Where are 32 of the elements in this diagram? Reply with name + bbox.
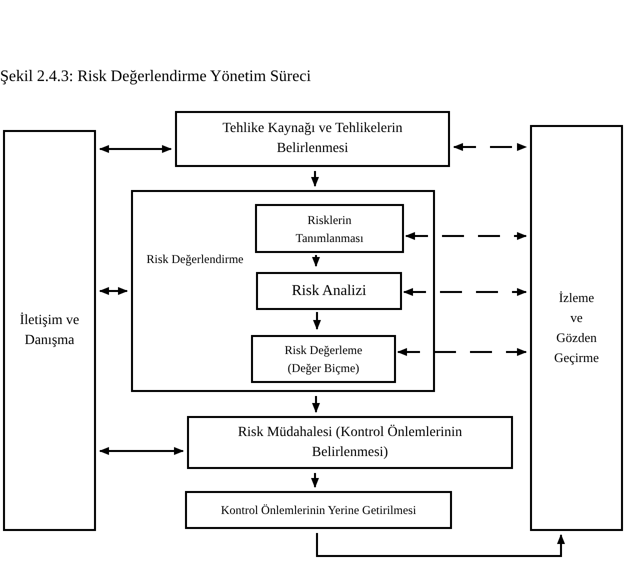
arrow <box>397 348 527 356</box>
node-label: İzleme ve Gözden Geçirme <box>553 289 600 367</box>
arrow <box>453 143 527 151</box>
node-label: Risklerin Tanımlanması <box>294 212 364 246</box>
node-label: İletişim ve Danışma <box>18 312 80 350</box>
node-label: Risk Müdahalesi (Kontrol Önlemlerinin Belirlenmesi) <box>237 424 463 462</box>
arrow <box>99 447 184 455</box>
process-box <box>187 416 513 469</box>
process-box <box>256 272 402 310</box>
node-label: Risk Değerleme (Değer Biçme) <box>284 342 364 377</box>
figure-title: Şekil 2.4.3: Risk Değerlendirme Yönetim Süreci <box>0 67 311 87</box>
node-label: Tehlike Kaynağı ve Tehlikelerin Belirlenmesi <box>221 120 404 158</box>
group-container <box>131 190 435 392</box>
arrow <box>313 312 321 330</box>
process-box <box>251 335 396 383</box>
arrow <box>405 232 527 240</box>
node-label: Kontrol Önlemlerinin Yerine Getirilmesi <box>220 502 416 519</box>
arrow <box>316 533 565 557</box>
node-label: Risk Analizi <box>292 282 366 301</box>
arrow <box>99 287 128 295</box>
process-box <box>255 204 404 253</box>
arrow <box>312 396 320 413</box>
node-label: Risk Değerlendirme <box>146 251 244 268</box>
arrow <box>311 171 319 187</box>
arrow <box>99 145 172 153</box>
process-box <box>185 491 452 529</box>
process-box <box>530 125 623 531</box>
process-box <box>3 130 96 531</box>
arrow <box>312 255 320 267</box>
arrow <box>311 473 319 488</box>
process-box <box>175 111 450 167</box>
arrow <box>403 288 527 296</box>
